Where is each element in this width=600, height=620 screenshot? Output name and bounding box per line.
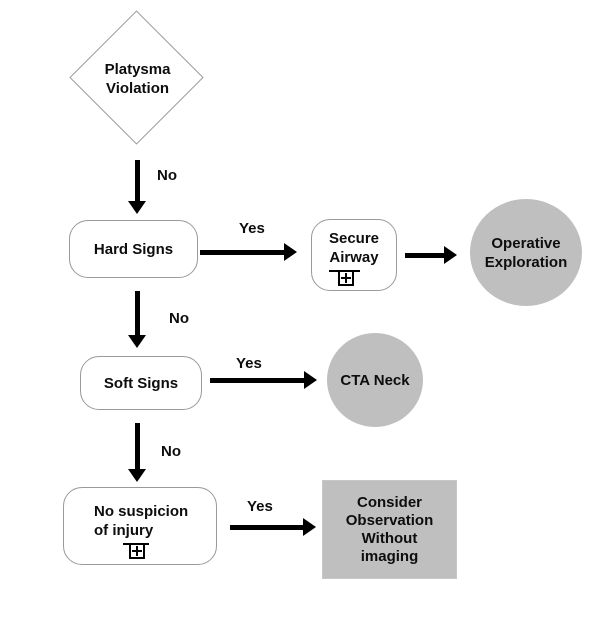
arrow-secure-airway-to-operative-exploration [405,246,457,264]
node-secure-airway: Secure Airway [311,219,397,291]
node-label: Platysma Violation [104,60,171,97]
boxed-plus-icon [338,270,354,286]
node-soft-signs: Soft Signs [80,356,202,410]
node-label: No suspicion of injury [94,503,189,539]
boxed-plus-icon [129,543,145,559]
node-hard-signs: Hard Signs [69,220,198,278]
edge-label-yes: Yes [247,498,273,515]
edge-label-no: No [169,310,189,327]
arrow-hard-signs-to-soft-signs [128,291,146,348]
node-label: Hard Signs [93,240,174,258]
arrow-shaft [230,524,303,530]
node-label: Consider Observation Without imaging [345,493,434,565]
node-label: Operative Exploration [484,234,568,271]
arrow-head-right [444,246,457,264]
node-platysma-violation: Platysma Violation [69,10,206,147]
node-cta-neck: CTA Neck [327,333,423,427]
arrow-soft-signs-to-cta-neck [210,371,317,389]
arrow-platysma-to-hard-signs [128,160,146,214]
arrow-head-right [304,371,317,389]
edge-label-no: No [161,443,181,460]
arrow-no-suspicion-to-observation [230,518,316,536]
node-consider-observation: Consider Observation Without imaging [322,480,457,579]
node-operative-exploration: Operative Exploration [470,199,582,306]
edge-label-no: No [157,167,177,184]
arrow-shaft [200,249,284,255]
arrow-head-down [128,469,146,482]
node-no-suspicion-of-injury: No suspicion of injury [63,487,217,565]
arrow-shaft [210,377,304,383]
arrow-head-right [284,243,297,261]
arrow-shaft [134,423,140,469]
arrow-head-down [128,201,146,214]
edge-label-yes: Yes [236,355,262,372]
node-label: Secure Airway [328,230,380,266]
arrow-soft-signs-to-no-suspicion [128,423,146,482]
node-label: Soft Signs [103,374,179,392]
node-label: CTA Neck [340,371,410,389]
arrow-shaft [134,160,140,201]
arrow-shaft [134,291,140,335]
edge-label-yes: Yes [239,220,265,237]
arrow-shaft [405,252,444,258]
arrow-head-down [128,335,146,348]
arrow-hard-signs-to-secure-airway [200,243,297,261]
arrow-head-right [303,518,316,536]
